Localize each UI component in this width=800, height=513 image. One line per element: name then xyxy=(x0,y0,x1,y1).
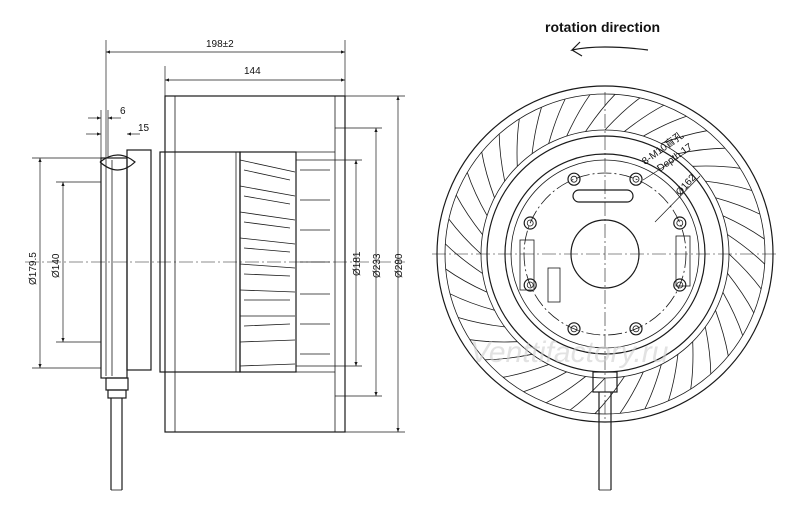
front-cable xyxy=(592,371,618,491)
blade xyxy=(705,180,752,191)
dim-inlet-diameter: Ø181 xyxy=(352,251,363,276)
blade xyxy=(704,326,712,375)
blade xyxy=(692,165,741,169)
dim-flange-diameter: Ø179.5 xyxy=(28,252,39,285)
blade xyxy=(502,364,549,378)
dim-mount-diameter: Ø140 xyxy=(51,253,62,278)
mounting-flange xyxy=(99,149,152,379)
blade xyxy=(727,234,765,265)
mounting-hole xyxy=(673,278,687,292)
rotation-arrow-icon xyxy=(570,41,649,57)
side-view: 198±2 144 6 15 Ø179.5 Ø140 xyxy=(25,39,405,491)
blade xyxy=(677,147,726,155)
motor-plate xyxy=(504,153,706,355)
motor-fins xyxy=(159,151,297,373)
blade xyxy=(619,371,644,414)
blade xyxy=(466,172,488,216)
dim-impeller-outer-diameter: Ø280 xyxy=(394,253,405,278)
blade xyxy=(722,292,744,336)
blade xyxy=(604,97,641,131)
blade xyxy=(566,94,591,137)
blade xyxy=(545,376,586,404)
blade xyxy=(445,268,488,293)
dim-flange-thickness: 6 xyxy=(120,106,126,117)
blade xyxy=(594,376,625,414)
mounting-hole-inner xyxy=(526,219,534,227)
shaft-hub xyxy=(570,219,640,289)
left-dimensions: Ø179.5 Ø140 xyxy=(28,157,101,369)
blade xyxy=(661,130,708,144)
plate-labels xyxy=(519,235,691,303)
watermark: Venttifactory.ru xyxy=(470,336,669,369)
blade xyxy=(455,194,483,235)
impeller-blades xyxy=(445,94,765,414)
blade xyxy=(668,354,679,401)
blade xyxy=(727,273,755,314)
blade xyxy=(516,118,520,167)
blade xyxy=(585,94,616,132)
mounting-hole xyxy=(523,216,537,230)
mounting-hole xyxy=(629,322,643,336)
blade xyxy=(643,115,687,137)
blade xyxy=(569,377,606,411)
blade xyxy=(728,253,762,290)
blade xyxy=(481,151,495,198)
mounting-hole-inner xyxy=(676,281,684,289)
right-dimensions: Ø181 Ø233 Ø280 xyxy=(296,95,405,433)
impeller-body xyxy=(164,95,346,433)
blade xyxy=(484,353,533,361)
cable-gland xyxy=(105,377,129,491)
blade xyxy=(715,310,729,357)
mounting-hole xyxy=(629,172,643,186)
mounting-hole xyxy=(567,322,581,336)
mounting-hole xyxy=(567,172,581,186)
mounting-hole-inner xyxy=(570,175,578,183)
mounting-hole xyxy=(523,278,537,292)
top-dimensions: 198±2 144 6 15 xyxy=(86,39,346,160)
dim-overall-length: 198±2 xyxy=(206,39,234,50)
top-slot xyxy=(572,189,634,203)
blade xyxy=(445,243,483,274)
mounting-holes xyxy=(523,172,687,336)
front-view: rotation direction xyxy=(432,19,778,491)
impeller-outer-ring xyxy=(436,85,774,423)
bolt-circle xyxy=(523,172,687,336)
blade xyxy=(523,371,567,393)
blade xyxy=(644,364,662,410)
dim-impeller-inner-diameter: Ø233 xyxy=(372,253,383,278)
mounting-hole-inner xyxy=(570,325,578,333)
blade xyxy=(458,317,505,328)
blade xyxy=(624,104,665,132)
dim-flange-offset: 15 xyxy=(138,123,150,134)
blade xyxy=(690,341,694,390)
blade xyxy=(548,98,566,144)
mounting-hole-inner xyxy=(676,219,684,227)
blade xyxy=(498,133,506,182)
mounting-hole-inner xyxy=(526,281,534,289)
blade xyxy=(722,215,765,240)
mounting-hole-inner xyxy=(632,325,640,333)
mounting-hole xyxy=(673,216,687,230)
blade xyxy=(449,293,495,311)
blade xyxy=(715,197,761,215)
blade xyxy=(448,218,482,255)
dim-body-length: 144 xyxy=(244,66,261,77)
blade xyxy=(531,107,542,154)
mounting-hole-inner xyxy=(632,175,640,183)
bolt-circle-label: Ø162 xyxy=(674,172,699,198)
rotation-direction-label: rotation direction xyxy=(545,19,660,35)
blade xyxy=(469,339,518,343)
